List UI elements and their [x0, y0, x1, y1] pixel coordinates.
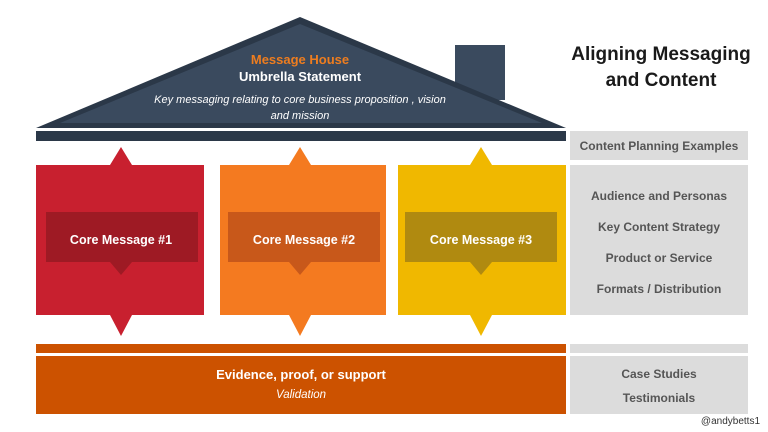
core-message-3-label: Core Message #3	[429, 233, 533, 247]
content-item-product: Product or Service	[605, 251, 713, 265]
roof-base-bar	[36, 131, 566, 141]
content-planning-foundation-panel	[570, 356, 748, 414]
content-planning-divider-bar	[570, 344, 748, 353]
foundation-subtitle: Validation	[275, 389, 327, 401]
content-item-formats: Formats / Distribution	[596, 282, 722, 296]
umbrella-statement: Umbrella Statement	[238, 69, 362, 84]
pillar-1-inner	[46, 212, 198, 275]
content-item-audience: Audience and Personas	[590, 189, 728, 203]
diagram-title: Aligning Messaging and Content	[571, 44, 751, 91]
roof-inner	[60, 24, 542, 123]
content-planning-panel	[570, 165, 748, 315]
umbrella-description: Key messaging relating to core business …	[154, 94, 446, 122]
author-credit: @andybetts1	[700, 416, 760, 427]
content-item-case-studies: Case Studies	[621, 367, 697, 381]
content-planning-header: Content Planning Examples	[579, 139, 739, 153]
house-label: Message House	[250, 52, 350, 67]
pillar-3-inner	[405, 212, 557, 275]
foundation-block	[36, 356, 566, 414]
content-item-testimonials: Testimonials	[622, 391, 696, 405]
content-item-strategy: Key Content Strategy	[597, 220, 721, 234]
core-message-2-label: Core Message #2	[252, 233, 356, 247]
core-message-1-label: Core Message #1	[69, 233, 173, 247]
foundation-top-bar	[36, 344, 566, 353]
foundation-title: Evidence, proof, or support	[216, 367, 386, 382]
content-planning-header-box	[570, 131, 748, 160]
pillar-2-inner	[228, 212, 380, 275]
